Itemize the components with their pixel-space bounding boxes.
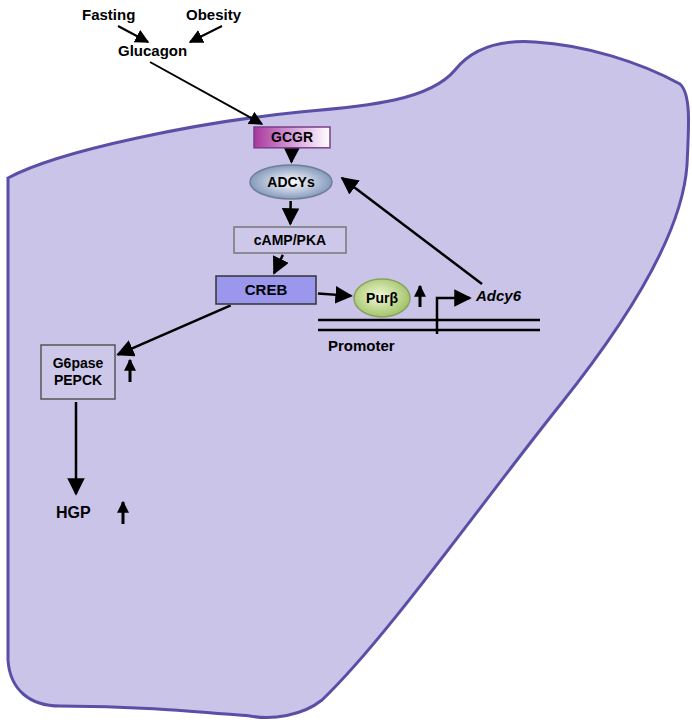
node-text: CREB xyxy=(245,281,288,299)
node-text: ADCYs xyxy=(267,174,314,191)
label-text: Promoter xyxy=(328,337,395,354)
input-arrow xyxy=(190,26,222,42)
connector-arrow xyxy=(118,305,231,354)
connector-arrow xyxy=(318,294,351,296)
transcription-factor-box: CREB xyxy=(215,275,317,305)
input-arrow xyxy=(150,62,262,124)
dna-strand xyxy=(318,319,540,322)
transcription-start-arrow xyxy=(437,298,470,334)
connector-arrow xyxy=(274,255,283,273)
input-arrow xyxy=(118,26,148,42)
enzyme-ellipse: ADCYs xyxy=(249,164,333,200)
receptor-box: GCGR xyxy=(253,126,331,149)
connector-arrow xyxy=(290,149,293,162)
node-text: cAMP/PKA xyxy=(254,232,326,249)
label-text: Obesity xyxy=(186,6,241,23)
dna-strand xyxy=(318,329,540,332)
node-text: GCGR xyxy=(271,129,313,146)
increase-arrow xyxy=(419,286,422,307)
label-text: Fasting xyxy=(82,6,135,23)
liver-outline xyxy=(8,42,689,718)
node-text: Purβ xyxy=(366,290,398,307)
gene-box: G6pase PEPCK xyxy=(40,344,116,400)
node-text: G6pase PEPCK xyxy=(48,355,108,389)
label-text: Glucagon xyxy=(118,42,187,59)
increase-arrow xyxy=(129,360,132,382)
label-text: HGP xyxy=(56,504,91,522)
label-text: Adcy6 xyxy=(476,287,521,304)
connector-arrow xyxy=(289,201,292,224)
process-box: cAMP/PKA xyxy=(233,226,347,254)
output-arrow xyxy=(75,402,78,494)
protein-ellipse: Purβ xyxy=(353,278,411,318)
increase-arrow xyxy=(122,502,125,524)
feedback-arrow xyxy=(342,178,482,284)
